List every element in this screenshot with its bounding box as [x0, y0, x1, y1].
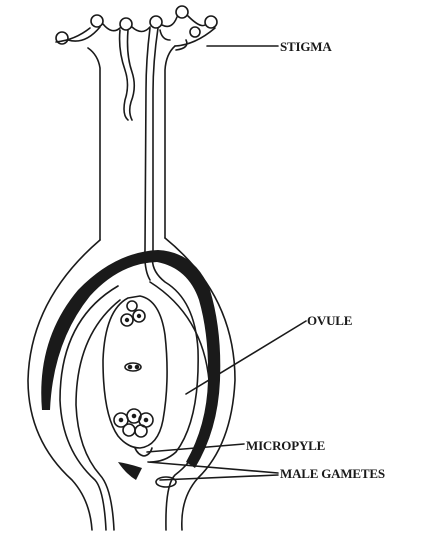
embryo-sac: [103, 296, 167, 448]
pollen-tube-tip: [118, 462, 142, 480]
outer-integument-right: [150, 282, 210, 530]
ovule-leader-line: [186, 321, 306, 394]
stigma-papillae: [56, 6, 217, 46]
style-right-wall: [165, 46, 175, 238]
egg-apparatus: [114, 409, 153, 437]
antipodal-cells: [121, 301, 145, 326]
style-left-wall: [88, 48, 100, 240]
pollen-tubes: [120, 28, 187, 280]
micropyle-label: MICROPYLE: [246, 438, 325, 454]
male-gametes-leader-line-2: [160, 475, 278, 480]
ovule-label: OVULE: [307, 313, 352, 329]
polar-nuclei: [125, 363, 141, 371]
male-gametes-label: MALE GAMETES: [280, 466, 385, 482]
stigma-label: STIGMA: [280, 39, 332, 55]
male-gamete-cell: [156, 477, 176, 487]
male-gametes-leader-line-1: [148, 462, 278, 473]
